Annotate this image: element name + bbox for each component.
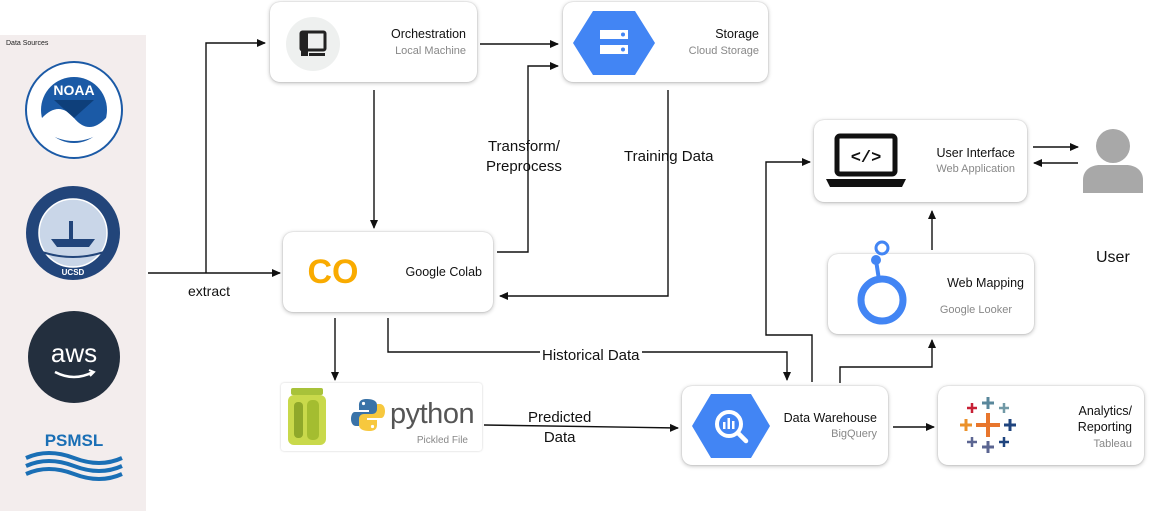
aws-logo: aws [27,310,121,404]
looker-icon [850,240,914,330]
storage-title: Storage [715,27,759,41]
analytics-title: Analytics/ Reporting [1077,404,1132,434]
edge-warehouse-to-ui [765,158,813,382]
python-title: python [390,398,475,430]
data-warehouse-title: Data Warehouse [783,411,877,425]
google-colab-node[interactable]: CO Google Colab [283,232,493,312]
svg-text:aws: aws [51,338,97,368]
predicted-data-label: Predicted Data [528,409,592,446]
psmsl-logo: PSMSL [22,428,126,488]
edge-colab-to-storage [497,62,559,253]
edge-sources-to-orchestration [205,39,266,273]
analytics-node[interactable]: Analytics/ Reporting Tableau [938,386,1144,465]
python-icon [350,397,386,433]
python-subtitle: Pickled File [416,435,468,446]
user-icon [1082,128,1144,194]
user-interface-subtitle: Web Application [936,163,1015,175]
bigquery-icon [690,392,772,460]
data-warehouse-node[interactable]: Data Warehouse BigQuery [682,386,888,465]
svg-text:UCSD: UCSD [62,268,85,277]
python-node[interactable]: python Pickled File [281,383,482,451]
data-sources-title: Data Sources [6,40,49,47]
storage-subtitle: Cloud Storage [688,45,759,57]
analytics-subtitle: Tableau [1093,438,1132,450]
user-interface-title: User Interface [936,146,1015,160]
tableau-icon [958,395,1018,455]
historical-data-label: Historical Data [540,346,642,366]
orchestration-subtitle: Local Machine [395,45,466,57]
edge-storage-to-colab [499,90,669,300]
web-mapping-node[interactable]: Web Mapping Google Looker [828,240,1034,334]
storage-node[interactable]: Storage Cloud Storage [563,2,768,82]
google-colab-title: Google Colab [405,265,482,279]
training-data-label: Training Data [624,148,714,165]
edge-python-to-warehouse [483,423,679,432]
noaa-logo: NOAA [24,60,124,160]
svg-text:PSMSL: PSMSL [45,431,104,450]
web-mapping-title: Web Mapping [947,276,1024,290]
svg-text:CO: CO [308,253,359,291]
svg-text:NOAA: NOAA [53,82,94,98]
pickle-jar-icon [285,386,329,448]
user-interface-node[interactable]: </> User Interface Web Application [814,120,1027,202]
laptop-code-icon: </> [824,133,908,189]
scripps-logo: UCSD [25,185,121,281]
orchestration-title: Orchestration [390,27,466,41]
user-label: User [1096,249,1130,266]
svg-text:</>: </> [851,149,882,168]
orchestration-node[interactable]: Orchestration Local Machine [270,2,477,82]
web-mapping-subtitle: Google Looker [939,304,1012,316]
transform-label: Transform/ Preprocess [486,138,562,175]
edge-warehouse-to-mapping [839,339,936,383]
data-warehouse-subtitle: BigQuery [831,428,877,440]
google-colab-icon: CO [301,252,365,292]
storage-icon [571,8,657,78]
extract-label: extract [188,283,231,299]
computer-icon [285,16,341,72]
